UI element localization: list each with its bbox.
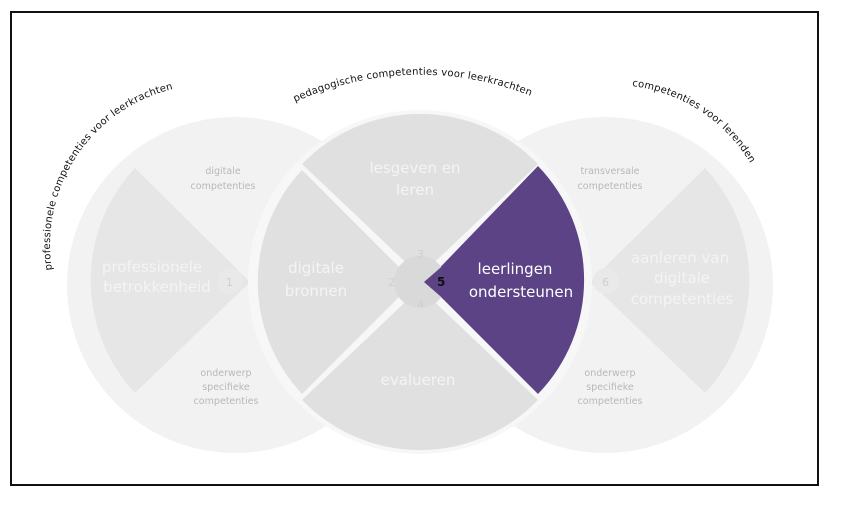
right-top-line2: competenties bbox=[578, 181, 643, 192]
hub-active-slice bbox=[424, 262, 456, 302]
right-bottom-line2: specifieke bbox=[586, 382, 634, 393]
right-bottom-line1: onderwerp bbox=[584, 368, 635, 379]
area6-line3: competenties bbox=[631, 290, 734, 308]
right-top-line1: transversale bbox=[580, 166, 639, 177]
number-1: 1 bbox=[226, 276, 233, 289]
number-2: 2 bbox=[388, 276, 395, 289]
area2-line2: bronnen bbox=[285, 282, 347, 300]
left-bottom-line1: onderwerp bbox=[200, 368, 251, 379]
area1-line2: betrokkenheid bbox=[103, 278, 211, 296]
area5-line2: ondersteunen bbox=[469, 283, 573, 301]
area4-line1: evalueren bbox=[381, 371, 456, 389]
arc-label-middle: pedagogische competenties voor leerkrach… bbox=[292, 67, 534, 105]
quadrant-right-active[interactable] bbox=[426, 166, 585, 394]
area5-line1: leerlingen bbox=[478, 260, 553, 278]
area6-line1: aanleren van bbox=[631, 249, 729, 267]
bubble-6 bbox=[593, 268, 619, 294]
area1-line1: professionele bbox=[102, 258, 202, 276]
area2-line1: digitale bbox=[288, 259, 344, 277]
quadrant-left bbox=[257, 170, 414, 394]
arc-label-middle-text: pedagogische competenties voor leerkrach… bbox=[292, 67, 534, 105]
left-bottom-line2: specifieke bbox=[202, 382, 250, 393]
number-6: 6 bbox=[602, 276, 609, 289]
area3-line1: lesgeven en bbox=[369, 159, 460, 177]
right-wedge bbox=[590, 168, 750, 393]
left-wedge bbox=[90, 168, 250, 393]
number-3: 3 bbox=[417, 248, 424, 261]
quadrant-top bbox=[302, 113, 538, 276]
left-top-line1: digitale bbox=[205, 166, 241, 177]
area3-line2: leren bbox=[396, 181, 434, 199]
left-bottom-line3: competenties bbox=[194, 396, 259, 407]
center-hub bbox=[394, 256, 446, 308]
quadrant-bottom bbox=[302, 288, 538, 451]
bubble-1 bbox=[217, 268, 243, 294]
number-5: 5 bbox=[437, 275, 445, 289]
right-bottom-line3: competenties bbox=[578, 396, 643, 407]
area6-line2: digitale bbox=[654, 269, 710, 287]
number-4: 4 bbox=[417, 298, 424, 311]
left-top-line2: competenties bbox=[191, 181, 256, 192]
